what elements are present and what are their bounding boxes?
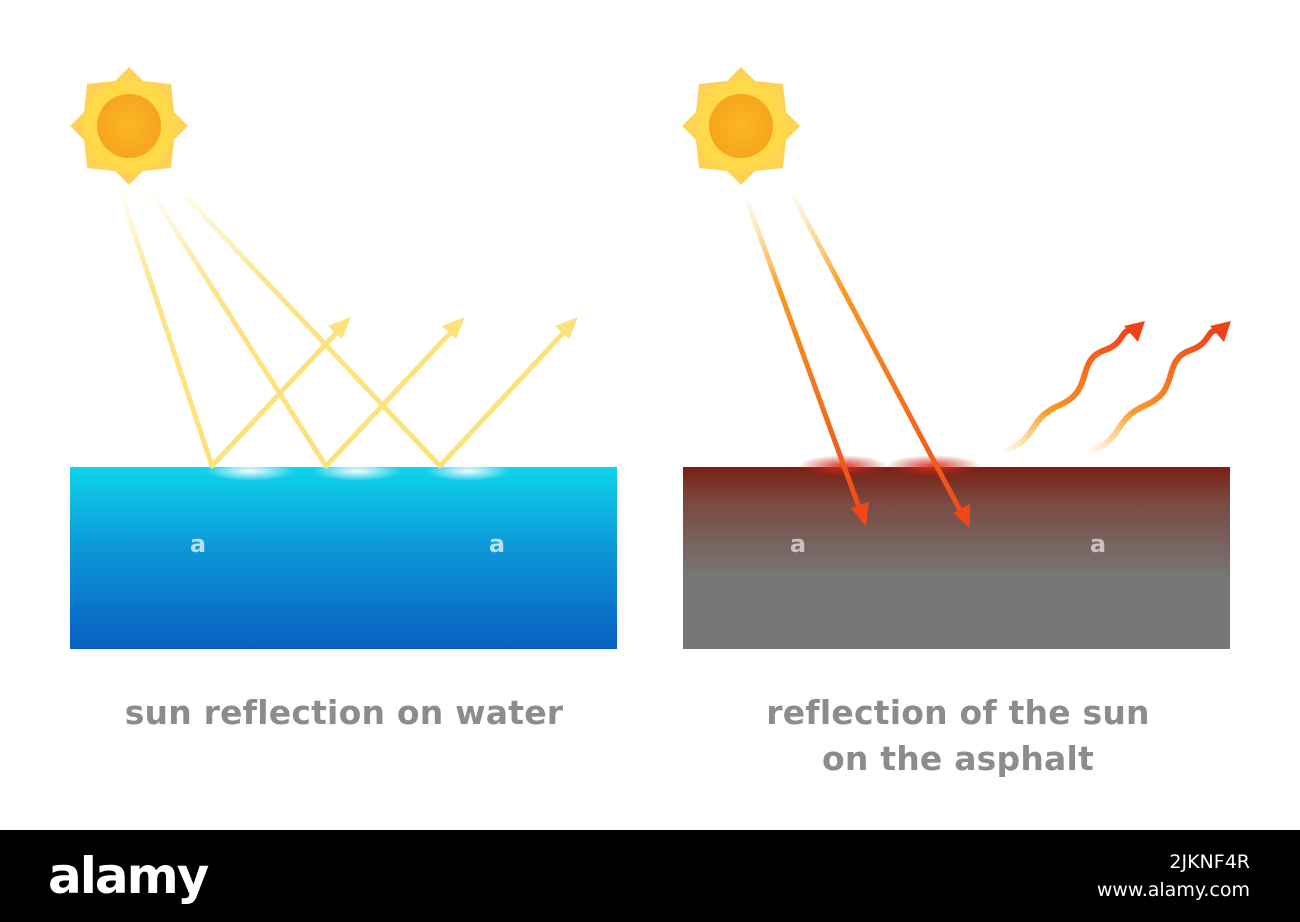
sun-icon xyxy=(70,67,188,185)
heat-wave-arrowhead xyxy=(1124,321,1145,342)
incoming-ray xyxy=(172,182,443,469)
reflected-ray xyxy=(323,328,455,469)
water-surface xyxy=(70,467,617,649)
reflected-ray xyxy=(437,328,568,469)
water-caption-text: sun reflection on water xyxy=(124,693,564,732)
reflected-ray xyxy=(209,328,341,469)
absorbed-ray-arrowhead xyxy=(953,504,970,528)
heat-wave xyxy=(997,327,1135,456)
watermark-mark: a xyxy=(1090,530,1106,558)
heat-wave xyxy=(1083,327,1221,456)
reflected-ray-arrowhead xyxy=(328,317,351,339)
sun-icon xyxy=(682,67,800,185)
asphalt-surface xyxy=(683,467,1230,649)
incoming-ray xyxy=(117,187,215,469)
absorbed-ray xyxy=(742,192,863,513)
asphalt-caption-line2: on the asphalt xyxy=(822,739,1094,778)
watermark-mark: a xyxy=(190,530,206,558)
absorbed-ray xyxy=(787,187,964,515)
stock-image-info: 2JKNF4R www.alamy.com xyxy=(1097,848,1250,904)
heat-wave-arrowhead xyxy=(1210,321,1231,342)
reflected-ray-arrowhead xyxy=(555,317,578,339)
water-panel: a a xyxy=(70,67,617,649)
sun-core xyxy=(709,94,773,158)
asphalt-panel: a a xyxy=(682,67,1231,649)
reflection-splash xyxy=(205,461,295,481)
water-caption: sun reflection on water xyxy=(70,690,618,736)
stock-url: www.alamy.com xyxy=(1096,879,1250,901)
absorbed-ray-arrowhead xyxy=(851,502,869,527)
diagram: a a a a xyxy=(70,67,1231,649)
stock-watermark-bar: alamy 2JKNF4R www.alamy.com xyxy=(0,830,1300,922)
stock-image-id: 2JKNF4R xyxy=(1169,851,1250,873)
incoming-ray xyxy=(147,187,329,469)
watermark-mark: a xyxy=(790,530,806,558)
watermark-mark: a xyxy=(489,530,505,558)
asphalt-caption: reflection of the sun on the asphalt xyxy=(684,690,1232,782)
heat-hotspot xyxy=(885,455,981,477)
stock-logo: alamy xyxy=(48,847,209,905)
asphalt-caption-line1: reflection of the sun xyxy=(766,693,1150,732)
sun-core xyxy=(97,94,161,158)
reflection-splash xyxy=(426,461,510,481)
reflection-splash xyxy=(312,461,402,481)
reflected-ray-arrowhead xyxy=(442,317,465,339)
